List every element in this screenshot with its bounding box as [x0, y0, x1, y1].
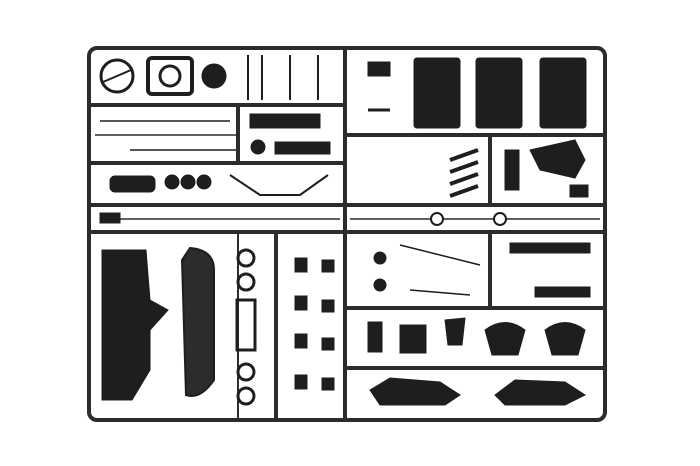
- sprue-frame: [87, 46, 607, 422]
- body-panel-part: [101, 249, 169, 401]
- sprue-parts: [99, 55, 591, 406]
- chassis-part: [369, 377, 461, 406]
- wheel-part: [201, 63, 227, 89]
- panel-part: [413, 57, 461, 129]
- fender-part: [180, 246, 215, 397]
- steering-wheel-part: [99, 58, 135, 94]
